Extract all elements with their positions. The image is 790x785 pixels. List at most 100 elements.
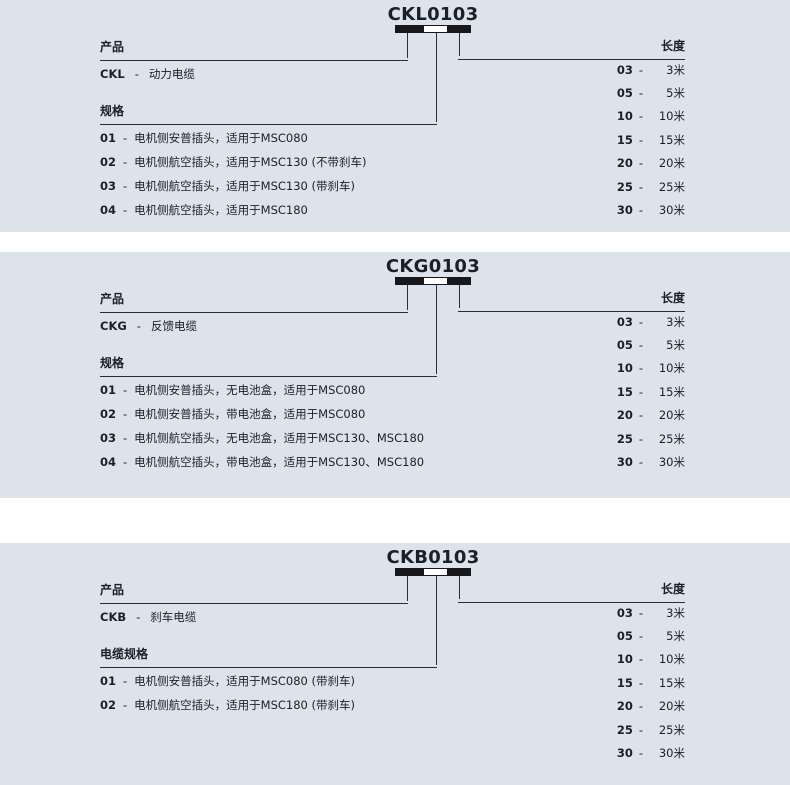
spec-list: 01 - 电机侧安普插头，适用于MSC080 02 - 电机侧航空插头，适用于M…	[100, 126, 367, 222]
separator: -	[638, 722, 643, 737]
length-item: 15 - 15米	[560, 671, 685, 694]
spec-item: 02 - 电机侧安普插头，带电池盒，适用于MSC080	[100, 402, 424, 426]
model-code-title: CKB0103	[386, 547, 480, 568]
separator: -	[123, 131, 128, 145]
model-code-bar	[395, 25, 471, 33]
spec-item: 01 - 电机侧安普插头，无电池盒，适用于MSC080	[100, 378, 424, 402]
product-code: CKB	[100, 610, 127, 624]
separator: -	[638, 746, 643, 761]
length-item: 03 - 3米	[560, 310, 685, 333]
length-code: 05	[616, 629, 633, 644]
length-item: 30 - 30米	[560, 741, 685, 764]
product-header: 产品	[100, 38, 408, 61]
length-code: 20	[616, 156, 633, 171]
code-bar-segment	[447, 277, 471, 285]
spec-code: 02	[100, 698, 117, 712]
connector-line-spec	[436, 576, 437, 665]
separator: -	[123, 455, 128, 469]
spec-item: 03 - 电机侧航空插头，适用于MSC130 (带刹车)	[100, 174, 367, 198]
connector-line-length	[459, 285, 460, 308]
length-value: 20米	[658, 408, 685, 423]
separator: -	[638, 156, 643, 171]
length-value: 20米	[658, 156, 685, 171]
length-value: 30米	[658, 746, 685, 761]
length-item: 20 - 20米	[560, 152, 685, 175]
separator: -	[638, 132, 643, 147]
length-code: 03	[616, 314, 633, 329]
separator: -	[134, 67, 139, 81]
product-code: CKG	[100, 319, 127, 333]
spec-desc: 电机侧航空插头，适用于MSC130 (带刹车)	[134, 179, 356, 193]
spec-item: 01 - 电机侧安普插头，适用于MSC080 (带刹车)	[100, 669, 355, 693]
product-row: CKG - 反馈电缆	[100, 318, 197, 334]
product-row: CKL - 动力电缆	[100, 66, 195, 82]
length-code: 10	[616, 109, 633, 124]
separator: -	[123, 698, 128, 712]
length-code: 15	[616, 132, 633, 147]
code-bar-segment-highlight	[424, 277, 447, 285]
connector-line-product	[407, 285, 408, 310]
length-value: 5米	[666, 629, 685, 644]
length-item: 10 - 10米	[560, 105, 685, 128]
panel-ckl: CKL0103 产品 CKL - 动力电缆 规格 01 - 电机侧安普插头，适用…	[0, 0, 790, 232]
length-value: 15米	[658, 675, 685, 690]
spec-item: 03 - 电机侧航空插头，无电池盒，适用于MSC130、MSC180	[100, 426, 424, 450]
spec-item: 01 - 电机侧安普插头，适用于MSC080	[100, 126, 367, 150]
separator: -	[123, 203, 128, 217]
length-item: 03 - 3米	[560, 601, 685, 624]
separator: -	[638, 431, 643, 446]
code-bar-segment	[395, 25, 424, 33]
length-code: 30	[616, 746, 633, 761]
length-item: 15 - 15米	[560, 128, 685, 151]
length-item: 05 - 5米	[560, 333, 685, 356]
length-code: 05	[616, 338, 633, 353]
length-item: 25 - 25米	[560, 718, 685, 741]
separator: -	[638, 675, 643, 690]
product-header: 产品	[100, 581, 408, 604]
length-item: 10 - 10米	[560, 357, 685, 380]
spec-desc: 电机侧航空插头，适用于MSC180	[134, 203, 308, 217]
product-code: CKL	[100, 67, 125, 81]
length-value: 5米	[666, 86, 685, 101]
connector-line-length	[459, 33, 460, 56]
spec-code: 01	[100, 383, 117, 397]
separator: -	[123, 383, 128, 397]
model-code-title: CKL0103	[387, 4, 479, 25]
spec-code: 04	[100, 455, 117, 469]
product-name: 反馈电缆	[150, 319, 197, 333]
length-code: 10	[616, 652, 633, 667]
separator: -	[638, 86, 643, 101]
spec-desc: 电机侧航空插头，带电池盒，适用于MSC130、MSC180	[134, 455, 425, 469]
length-value: 30米	[658, 455, 685, 470]
separator: -	[638, 62, 643, 77]
connector-line-product	[407, 33, 408, 58]
length-value: 30米	[658, 203, 685, 218]
spec-code: 03	[100, 431, 117, 445]
length-code: 20	[616, 408, 633, 423]
length-code: 30	[616, 203, 633, 218]
spec-desc: 电机侧安普插头，无电池盒，适用于MSC080	[134, 383, 366, 397]
length-item: 15 - 15米	[560, 380, 685, 403]
length-value: 25米	[658, 431, 685, 446]
length-code: 10	[616, 361, 633, 376]
length-item: 25 - 25米	[560, 175, 685, 198]
spec-code: 04	[100, 203, 117, 217]
separator: -	[123, 407, 128, 421]
length-item: 05 - 5米	[560, 81, 685, 104]
length-header: 长度	[458, 37, 685, 60]
spec-code: 01	[100, 131, 117, 145]
product-header: 产品	[100, 290, 408, 313]
separator: -	[638, 629, 643, 644]
spec-code: 01	[100, 674, 117, 688]
model-code-bar	[395, 277, 471, 285]
code-bar-segment-highlight	[424, 568, 447, 576]
length-value: 15米	[658, 384, 685, 399]
spec-header: 规格	[100, 102, 437, 125]
code-bar-segment	[447, 568, 471, 576]
connector-line-product	[407, 576, 408, 601]
separator: -	[638, 109, 643, 124]
spec-item: 02 - 电机侧航空插头，适用于MSC180 (带刹车)	[100, 693, 355, 717]
panel-ckg: CKG0103 产品 CKG - 反馈电缆 规格 01 - 电机侧安普插头，无电…	[0, 252, 790, 498]
length-code: 20	[616, 699, 633, 714]
